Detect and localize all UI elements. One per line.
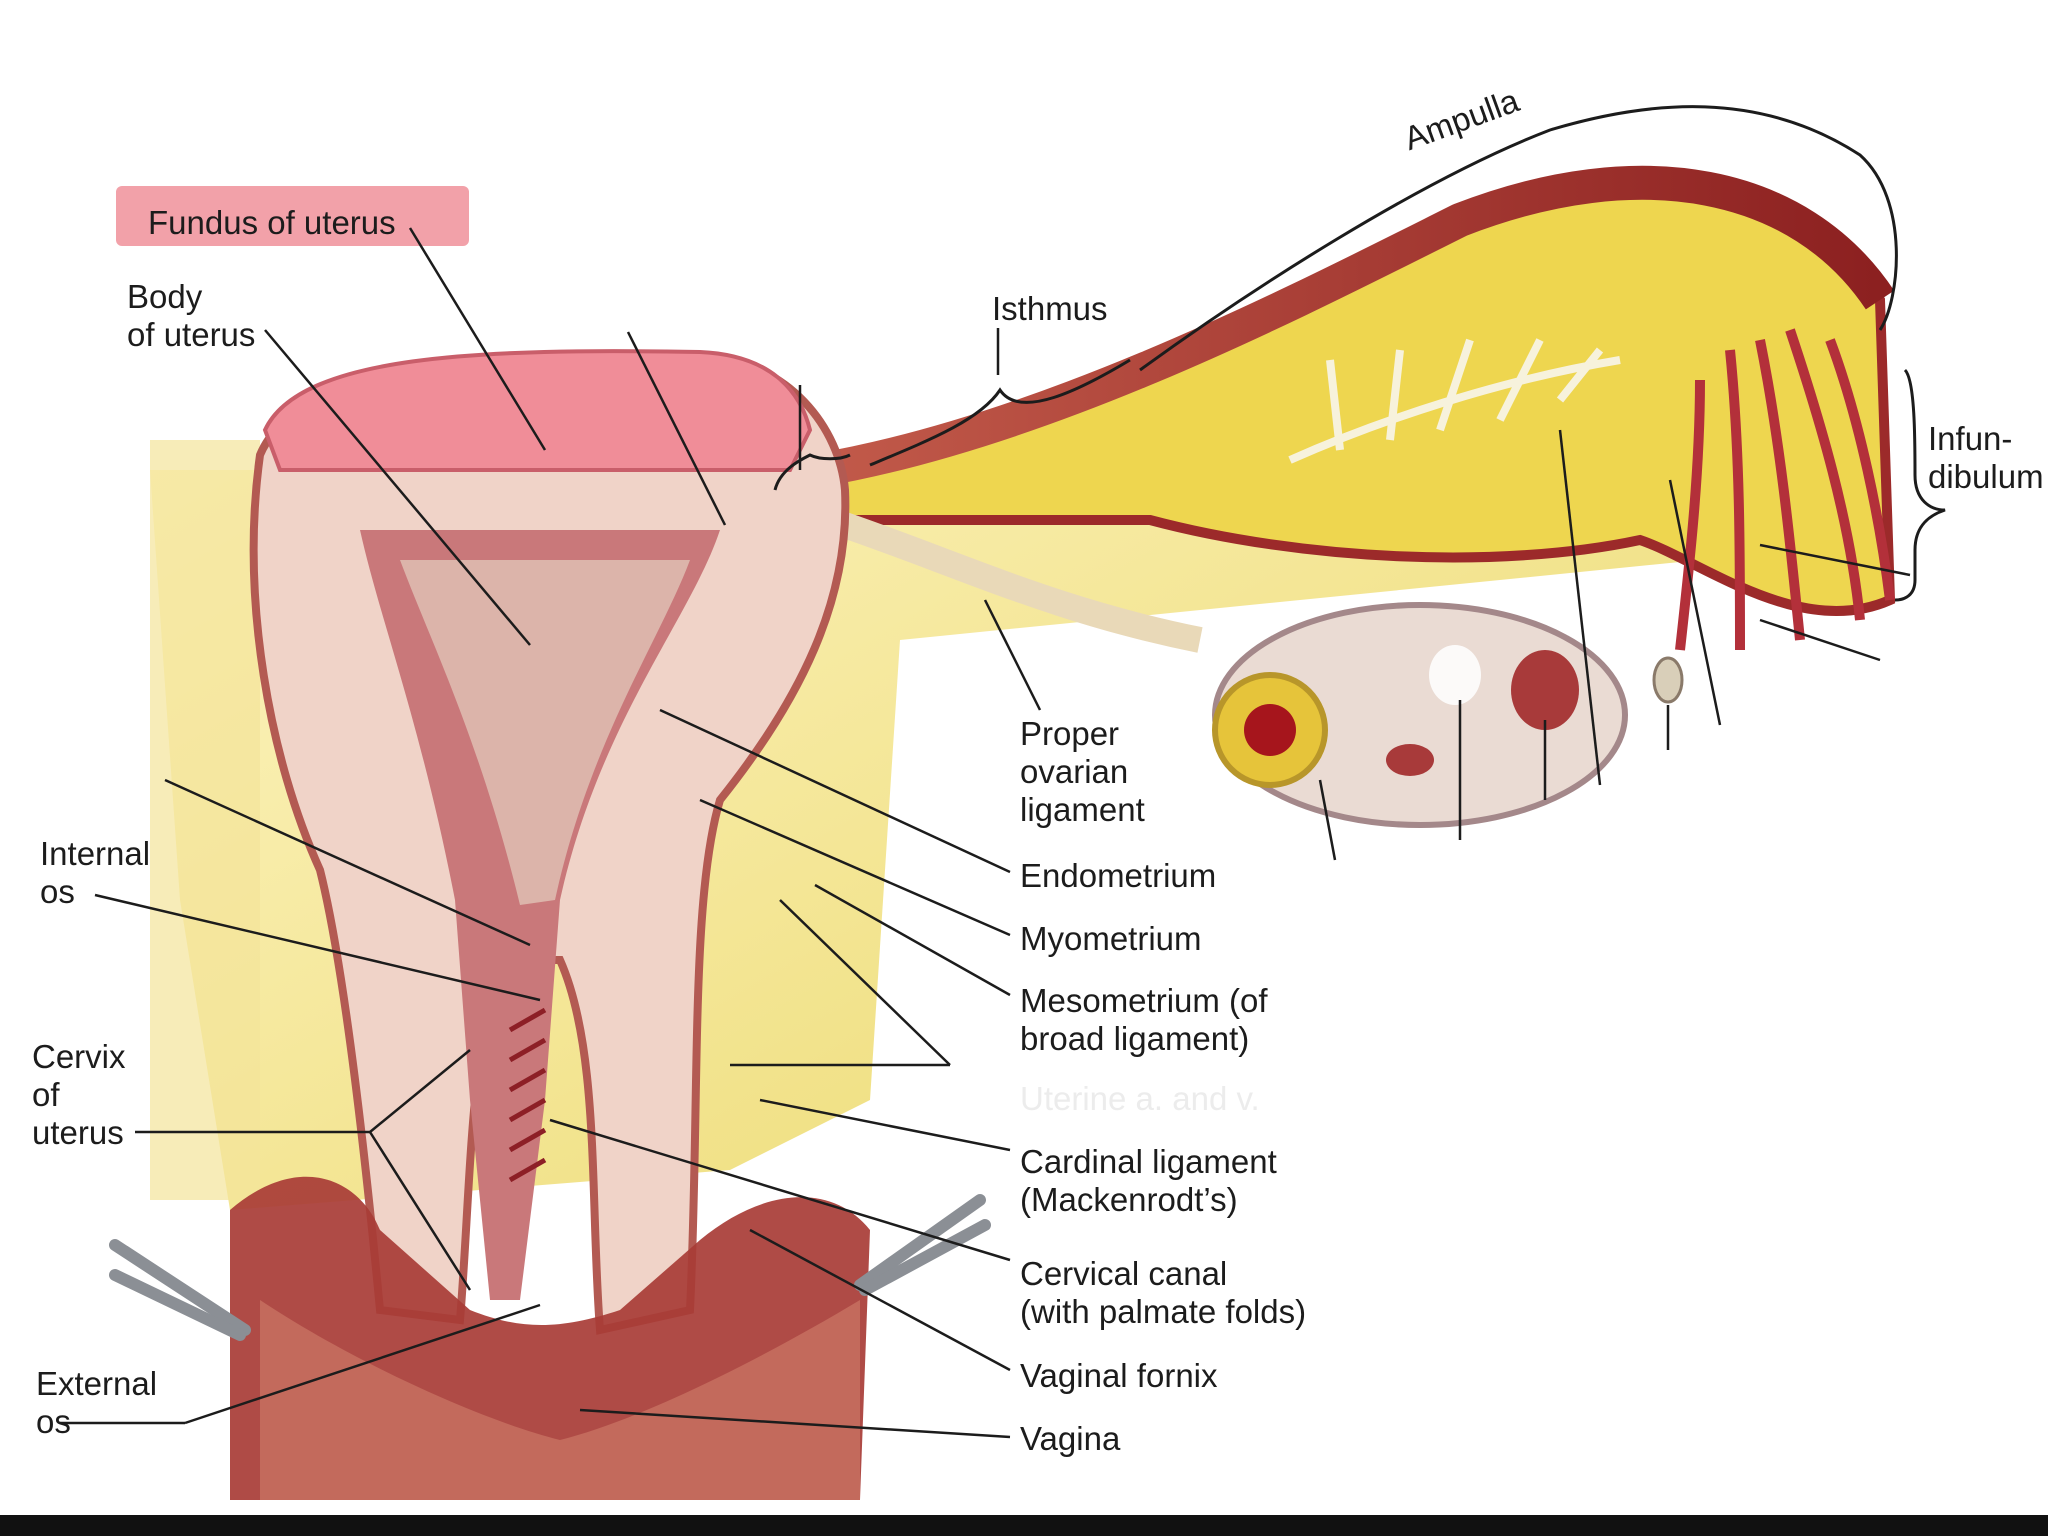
uterine-cavity (360, 530, 720, 1300)
palmate-folds (508, 1007, 547, 1183)
brackets (773, 105, 1946, 602)
left-yellow (150, 440, 260, 1200)
fundus (262, 349, 813, 472)
label-endometrium: Endometrium (1020, 857, 1217, 894)
label-cervix-of-uterus: Cervix of uterus (32, 1038, 126, 1151)
vaginal-wall (260, 1300, 860, 1500)
label-external-os: External os (36, 1365, 158, 1440)
bottom-bar (0, 1515, 2048, 1536)
label-fundus: Fundus of uterus (148, 204, 396, 241)
leader-lines (60, 227, 1911, 1439)
label-isthmus: Isthmus (992, 290, 1108, 327)
ovarian-ligament (825, 507, 1203, 653)
label-vagina: Vagina (1020, 1420, 1121, 1457)
label-mesometrium: Mesometrium (of broad ligament) (1020, 982, 1268, 1057)
forceps (109, 1194, 991, 1341)
label-vaginal-fornix: Vaginal fornix (1020, 1357, 1218, 1394)
label-myometrium: Myometrium (1020, 920, 1202, 957)
label-infundibulum: Infun- dibulum (1928, 420, 2044, 495)
endometrium-lining (400, 560, 690, 905)
label-cervical-canal: Cervical canal (with palmate folds) (1020, 1255, 1307, 1330)
label-internal-os: Internal os (40, 835, 151, 910)
label-body-of-uterus: Body of uterus (127, 278, 256, 353)
mesosalpinx-vessels (1288, 338, 1621, 464)
fimbriae (1675, 328, 1895, 651)
label-cardinal-ligament: Cardinal ligament (Mackenrodt’s) (1020, 1143, 1277, 1218)
label-proper-ovarian-ligament: Proper ovarian ligament (1020, 715, 1145, 828)
fundus-highlight (116, 186, 469, 246)
label-uterine-vessels: Uterine a. and v. (1020, 1080, 1260, 1117)
tube-wall-upper (817, 165, 1895, 487)
